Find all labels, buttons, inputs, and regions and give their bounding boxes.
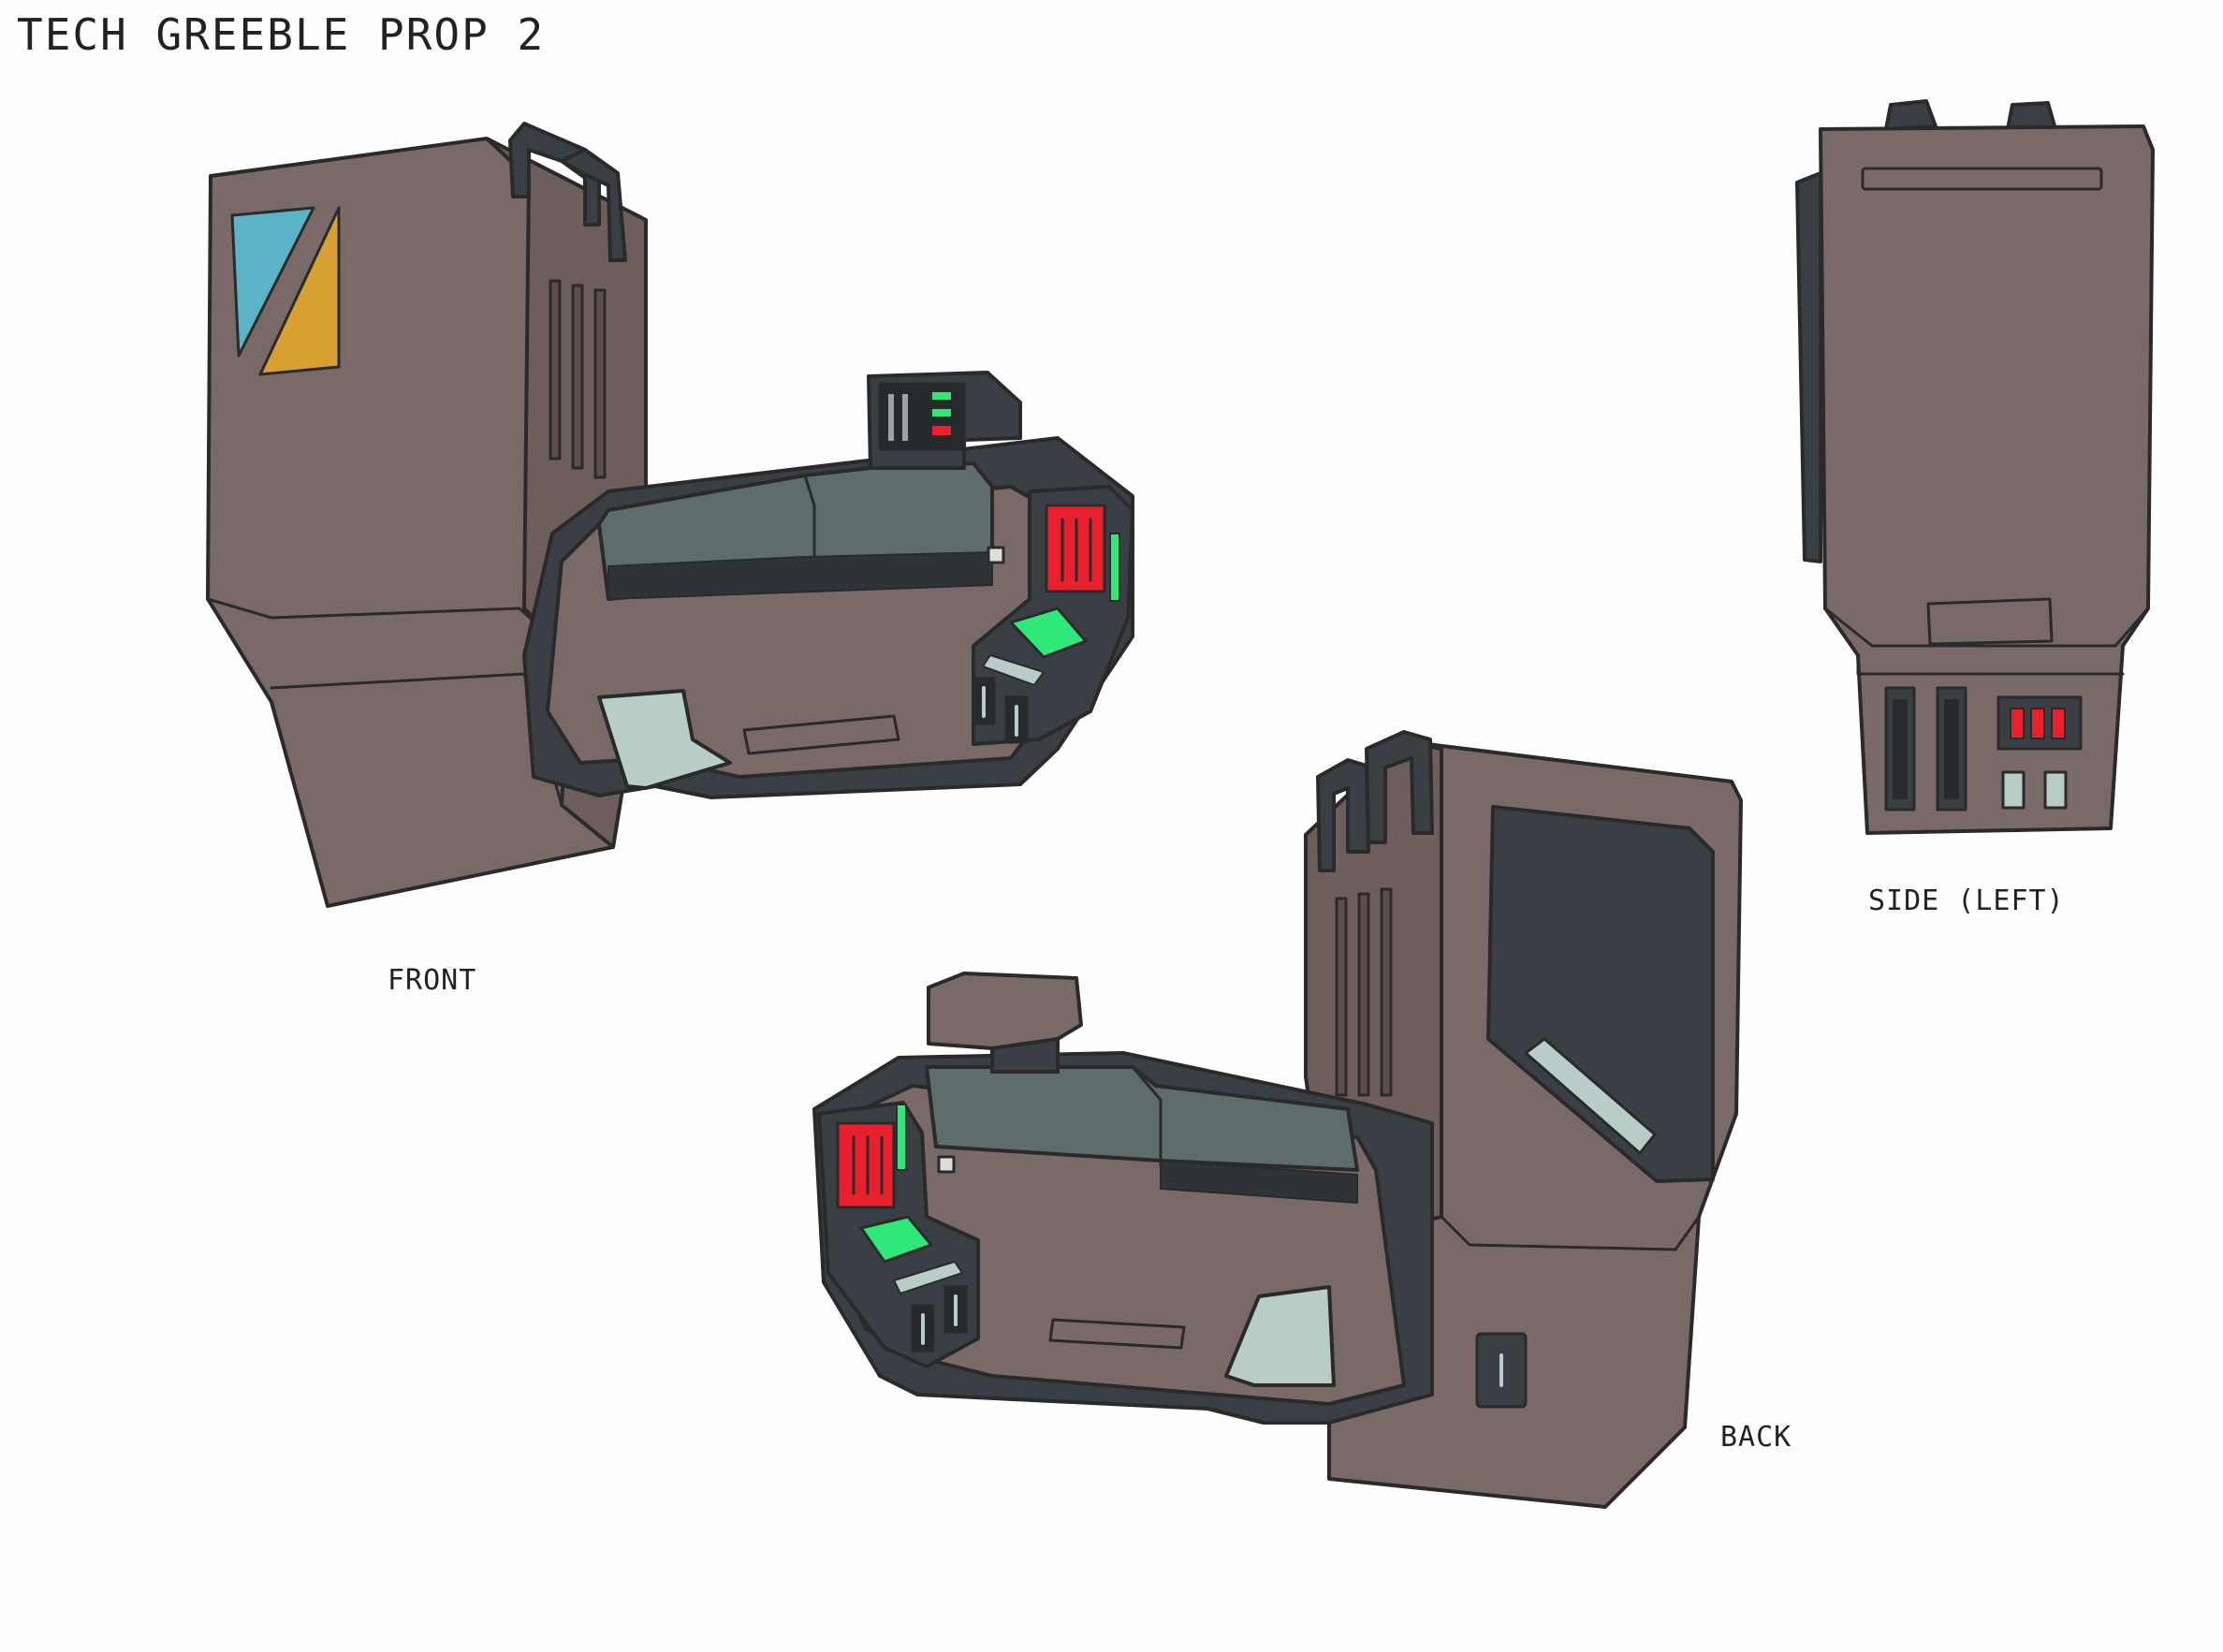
- side-rail: [1795, 171, 1822, 563]
- front-top-cover-split: [803, 474, 816, 582]
- back-handle-2: [1365, 730, 1434, 844]
- back-green-strip: [896, 1104, 907, 1171]
- front-handle: [508, 122, 601, 227]
- front-top-screen-bar: [900, 392, 910, 443]
- side-slot-inner: [1893, 699, 1908, 799]
- side-body: [1819, 124, 2155, 835]
- front-green-button: [1009, 607, 1088, 659]
- back-vent: [1380, 887, 1393, 1097]
- back-view-drawing: [812, 730, 1743, 1509]
- back-screen-handle: [1524, 1037, 1657, 1155]
- back-pale-block: [1224, 1285, 1336, 1387]
- side-slot-inner: [1944, 699, 1959, 799]
- front-vent: [571, 284, 584, 470]
- back-green-button: [859, 1215, 933, 1264]
- side-port: [2043, 770, 2068, 810]
- front-pale-block: [597, 689, 732, 790]
- front-top-cover-shadow: [607, 551, 993, 600]
- side-red-led: [2030, 708, 2045, 739]
- back-vent: [1357, 892, 1370, 1097]
- side-view-label: SIDE (LEFT): [1868, 884, 2065, 917]
- front-handle-slot: [742, 714, 900, 755]
- front-handle-2: [560, 148, 627, 262]
- front-pale-slot: [982, 654, 1045, 686]
- back-handle: [1316, 758, 1370, 872]
- back-top-cover-shadow: [1160, 1160, 1358, 1204]
- front-vent: [593, 288, 607, 479]
- side-knob: [1884, 99, 1938, 131]
- side-knob: [2006, 101, 2057, 131]
- front-small-port: [987, 546, 1005, 564]
- front-green-strip: [1109, 533, 1120, 602]
- side-port: [2001, 770, 2026, 810]
- back-handle-slot: [1048, 1318, 1186, 1350]
- front-green-led: [930, 407, 953, 418]
- side-view-drawing: [1795, 99, 2155, 835]
- back-view-label: BACK: [1720, 1421, 1792, 1454]
- side-seam-2: [1856, 653, 2125, 676]
- back-top-block-base: [990, 1037, 1060, 1074]
- back-screen: [1486, 805, 1715, 1183]
- cyan-decal: [230, 206, 315, 358]
- back-red-panel: [836, 1121, 896, 1209]
- front-vent: [548, 279, 562, 461]
- back-seam: [1440, 1215, 1701, 1251]
- front-view-drawing: [206, 122, 1134, 908]
- amber-decal: [258, 206, 341, 376]
- side-seam: [1823, 607, 2150, 648]
- back-top-cover-split: [1131, 1065, 1163, 1167]
- front-green-led: [930, 390, 953, 402]
- side-red-led: [2051, 708, 2066, 739]
- side-latch: [1926, 597, 2054, 646]
- back-vent: [1335, 897, 1348, 1097]
- front-view-label: FRONT: [388, 964, 477, 997]
- back-pale-slot: [893, 1261, 963, 1294]
- side-red-led: [2010, 708, 2025, 739]
- back-small-port: [937, 1155, 956, 1174]
- front-top-screen-bar: [886, 392, 896, 443]
- sheet-title: TECH GREEBLE PROP 2: [17, 9, 546, 60]
- front-red-led: [930, 424, 953, 437]
- side-top-slot: [1861, 167, 2103, 191]
